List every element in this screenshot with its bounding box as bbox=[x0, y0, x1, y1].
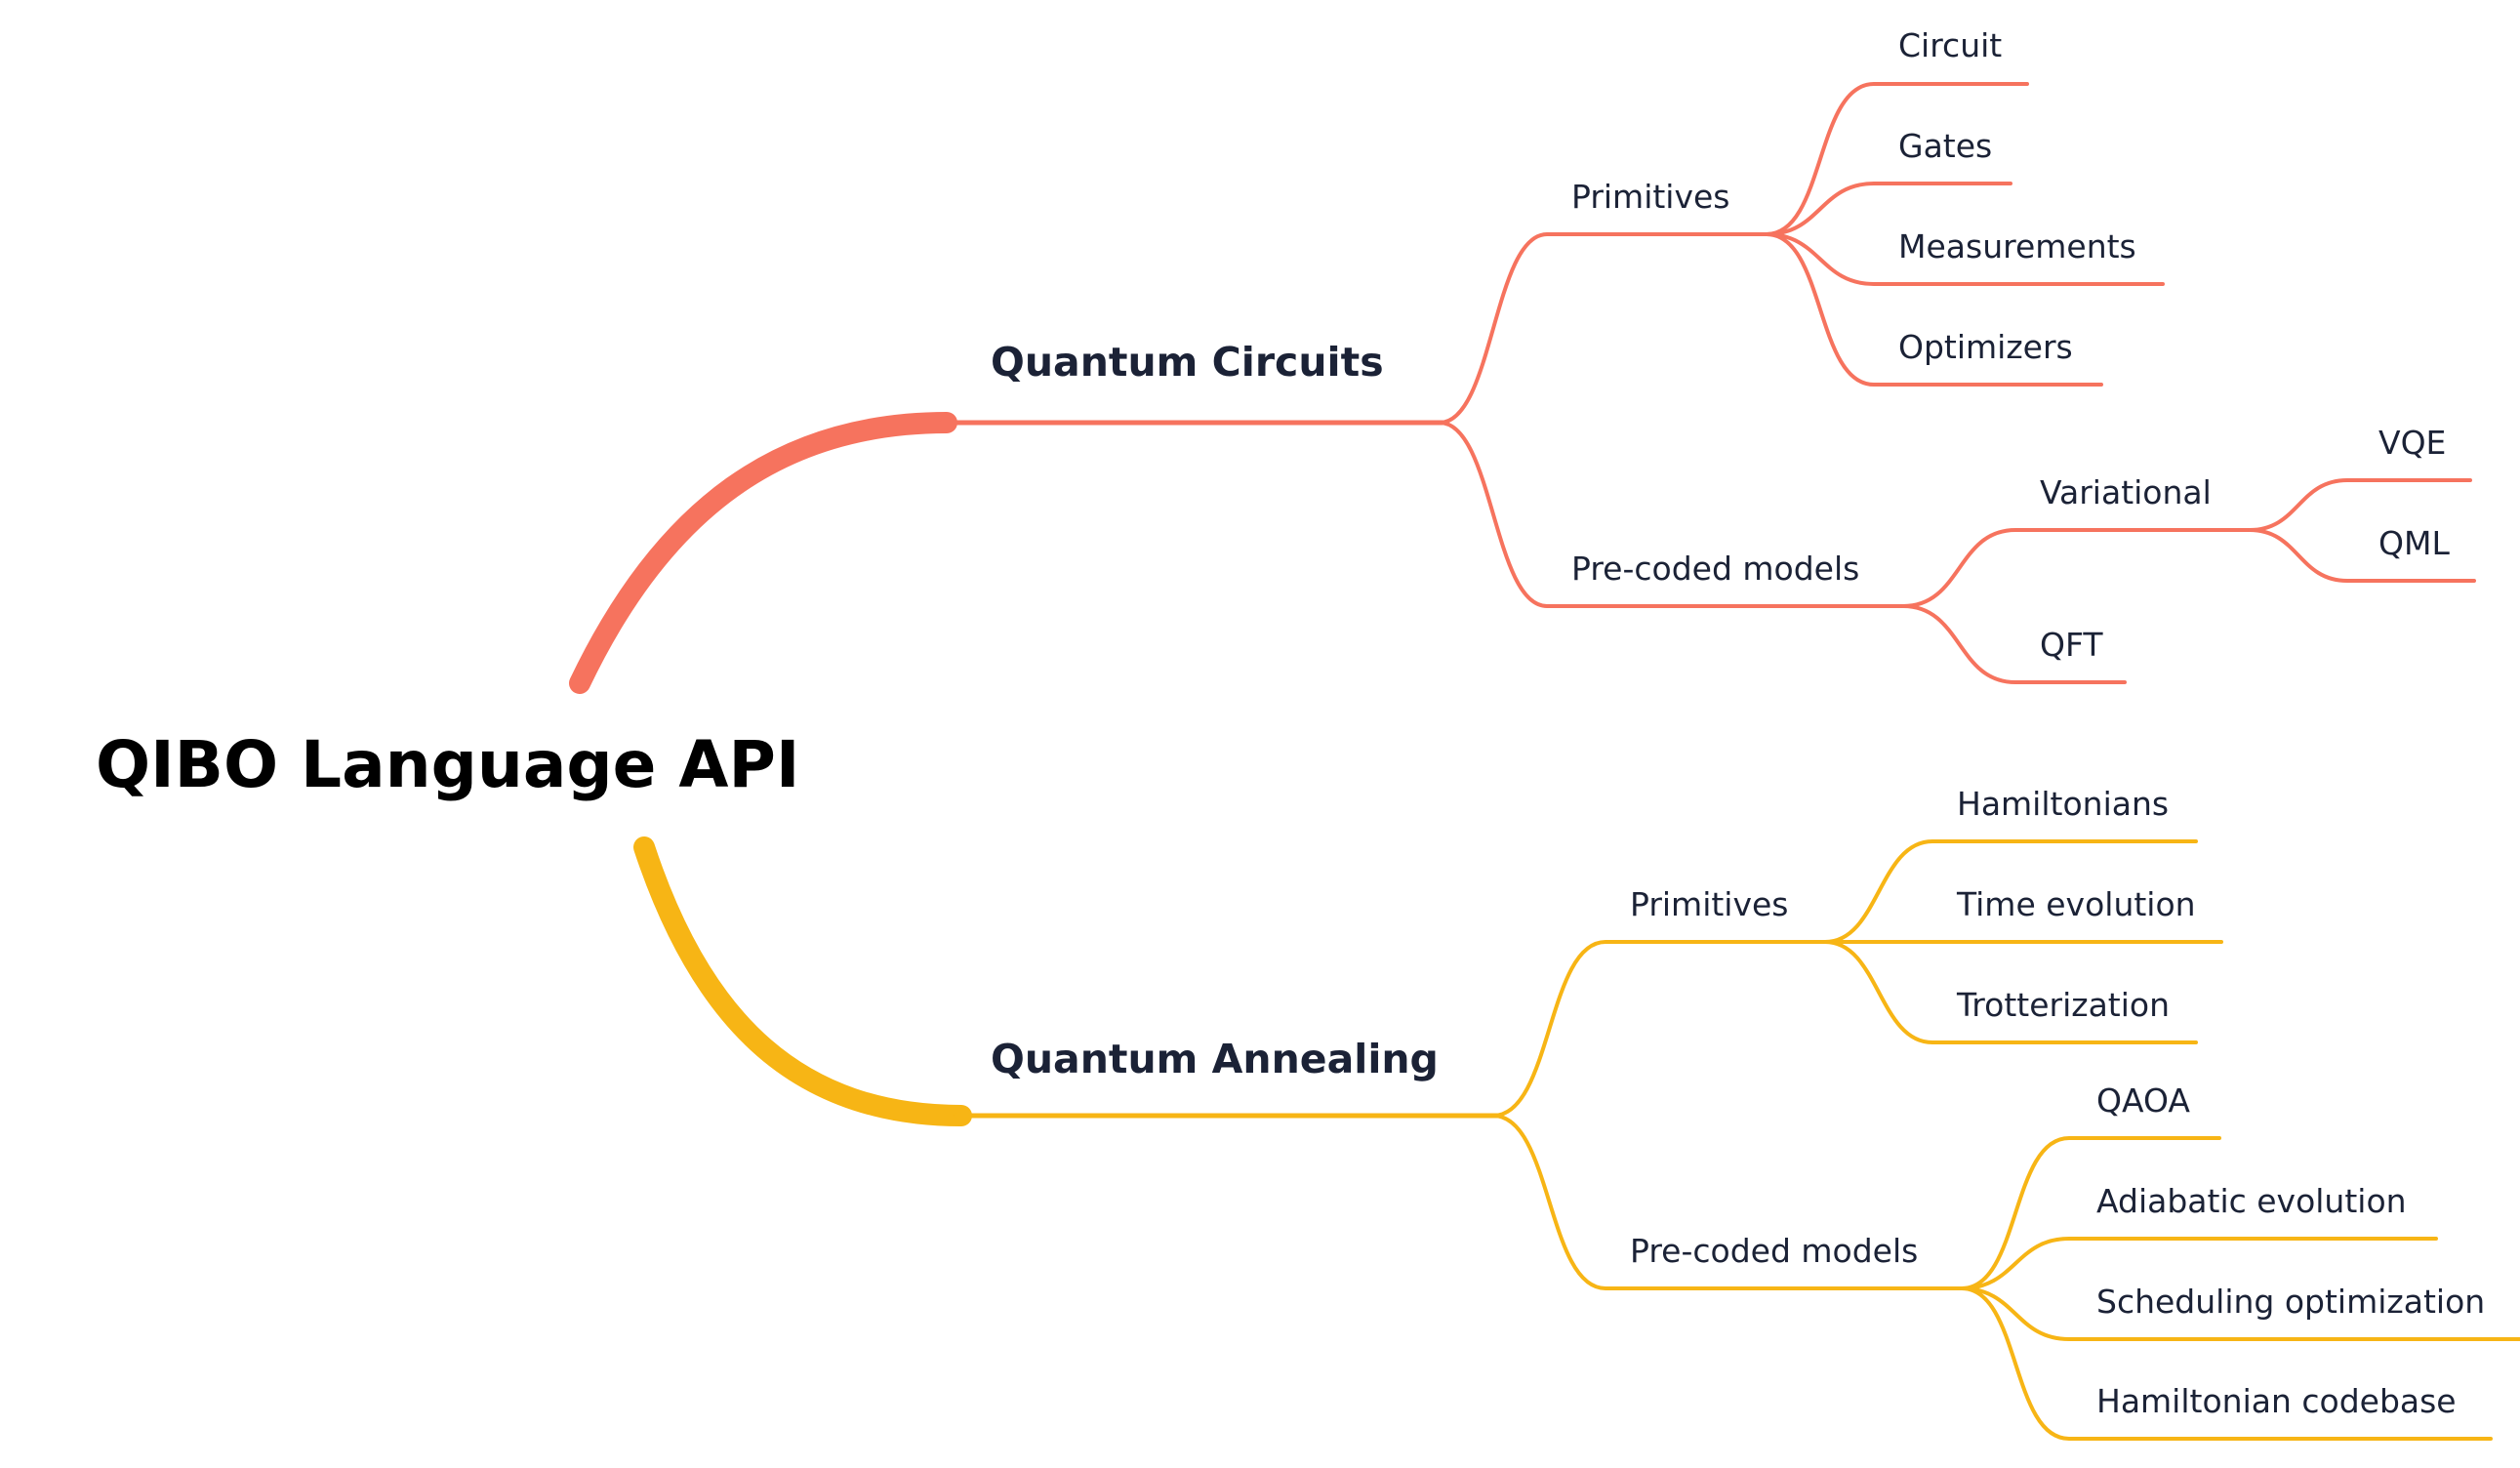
circuits-primitives-label: Primitives bbox=[1571, 178, 1730, 216]
hamiltonian-codebase-label: Hamiltonian codebase bbox=[2096, 1382, 2457, 1420]
circuit-edge bbox=[1765, 82, 2029, 236]
root-label: QIBO Language API bbox=[96, 727, 799, 802]
gates-label: Gates bbox=[1898, 127, 1992, 165]
root-to-circuits-edge bbox=[569, 412, 957, 694]
qft-label: QFT bbox=[2040, 626, 2103, 664]
root-to-annealing-edge bbox=[633, 836, 972, 1126]
quantum-annealing-branch: Quantum Annealing Primitives Hamiltonian… bbox=[633, 785, 2520, 1441]
scheduling-optimization-edge bbox=[1960, 1286, 2520, 1341]
variational-edge bbox=[1901, 528, 2256, 608]
qaoa-label: QAOA bbox=[2096, 1081, 2190, 1120]
circuits-to-precoded-edge bbox=[1438, 421, 1910, 608]
time-evolution-label: Time evolution bbox=[1956, 885, 2196, 923]
adiabatic-evolution-label: Adiabatic evolution bbox=[2096, 1182, 2407, 1220]
vqe-label: VQE bbox=[2378, 424, 2446, 462]
circuit-label: Circuit bbox=[1898, 26, 2002, 64]
qaoa-edge bbox=[1960, 1136, 2221, 1290]
qml-label: QML bbox=[2378, 524, 2450, 562]
scheduling-optimization-label: Scheduling optimization bbox=[2096, 1283, 2485, 1321]
adiabatic-evolution-edge bbox=[1960, 1237, 2438, 1290]
annealing-to-primitives-edge bbox=[1491, 940, 1832, 1118]
qft-edge bbox=[1901, 604, 2127, 684]
circuits-precoded-label: Pre-coded models bbox=[1571, 550, 1859, 588]
variational-label: Variational bbox=[2040, 473, 2212, 511]
circuits-to-primitives-edge bbox=[1438, 232, 1773, 425]
optimizers-label: Optimizers bbox=[1898, 328, 2073, 366]
measurements-label: Measurements bbox=[1898, 227, 2136, 265]
hamiltonians-edge bbox=[1823, 839, 2198, 944]
circuits-label: Quantum Circuits bbox=[991, 339, 1384, 386]
trotterization-label: Trotterization bbox=[1956, 986, 2170, 1024]
measurements-edge bbox=[1765, 232, 2165, 286]
qml-edge bbox=[2248, 528, 2476, 583]
vqe-edge bbox=[2248, 478, 2472, 532]
optimizers-edge bbox=[1765, 232, 2103, 387]
hamiltonians-label: Hamiltonians bbox=[1957, 785, 2169, 823]
gates-edge bbox=[1765, 182, 2012, 236]
trotterization-edge bbox=[1823, 940, 2198, 1044]
annealing-primitives-label: Primitives bbox=[1630, 885, 1789, 923]
annealing-precoded-label: Pre-coded models bbox=[1630, 1232, 1918, 1270]
annealing-to-precoded-edge bbox=[1491, 1114, 1969, 1290]
quantum-circuits-branch: Quantum Circuits Primitives Circuit Gate… bbox=[569, 26, 2476, 694]
annealing-label: Quantum Annealing bbox=[991, 1036, 1439, 1082]
hamiltonian-codebase-edge bbox=[1960, 1286, 2493, 1441]
